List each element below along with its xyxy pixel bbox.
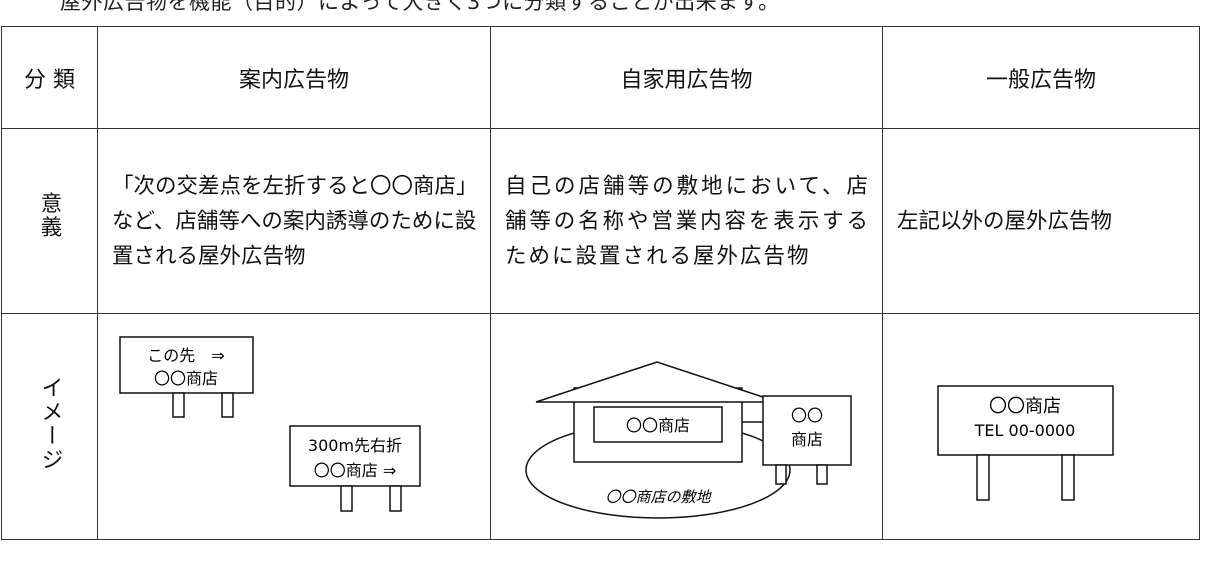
meaning-row: 意義 「次の交差点を左折すると〇〇商店」など、店舗等への案内誘導のために設置され…	[1, 128, 1200, 314]
building-roof	[535, 361, 779, 403]
general-sign-illustration: 〇〇商店 TEL 00-0000	[937, 385, 1114, 501]
guide-sign-2-line1: 300m先右折	[308, 436, 402, 455]
guide-sign-2-post-left	[340, 485, 353, 512]
pole-sign-line1: 〇〇	[791, 406, 823, 425]
header-self: 自家用広告物	[490, 26, 883, 129]
building-sign-board	[593, 406, 723, 443]
classification-table: 分 類 案内広告物 自家用広告物 一般広告物 意義 「次の交差点を左折すると〇〇…	[1, 26, 1200, 540]
meaning-general-cell: 左記以外の屋外広告物	[882, 128, 1200, 314]
building-sign-text: 〇〇商店	[626, 416, 690, 435]
header-general: 一般広告物	[882, 26, 1200, 129]
image-guide-cell: この先 ⇒ 〇〇商店 300m先右折 〇〇商店 ⇒	[97, 313, 491, 540]
meaning-label-cell: 意義	[1, 128, 98, 314]
meaning-general: 左記以外の屋外広告物	[897, 208, 1113, 234]
general-sign-post-left	[976, 454, 990, 501]
self-signs-illustration: 〇〇商店 〇〇 商店 〇〇商店の敷地	[525, 361, 852, 519]
guide-sign-1-post-left	[172, 392, 185, 418]
header-row: 分 類 案内広告物 自家用広告物 一般広告物	[1, 26, 1200, 129]
guide-sign-2-line2: 〇〇商店 ⇒	[314, 461, 397, 480]
header-guide: 案内広告物	[97, 26, 491, 129]
general-sign-line1: 〇〇商店	[989, 396, 1061, 417]
general-sign-board	[937, 385, 1114, 456]
general-sign-line2: TEL 00-0000	[974, 421, 1076, 440]
image-self-cell: 〇〇商店 〇〇 商店 〇〇商店の敷地	[490, 313, 883, 540]
pole-sign-post-right	[816, 464, 828, 485]
image-row: イメージ この先 ⇒ 〇〇商店 300m先右折 〇〇商店 ⇒	[1, 313, 1200, 540]
guide-sign-1-line2: 〇〇商店	[154, 369, 218, 388]
guide-sign-1-post-right	[221, 392, 234, 418]
image-label: イメージ	[37, 375, 63, 472]
meaning-label: 意義	[37, 192, 62, 239]
premises-label: 〇〇商店の敷地	[605, 488, 712, 506]
intro-text: 屋外広告物を機能（目的）によって大きく3つに分類することが出来ます。	[60, 0, 780, 14]
meaning-guide-cell: 「次の交差点を左折すると〇〇商店」など、店舗等への案内誘導のために設置される屋外…	[97, 128, 491, 314]
image-general-cell: 〇〇商店 TEL 00-0000	[882, 313, 1200, 540]
guide-sign-1-line1: この先 ⇒	[147, 346, 224, 365]
guide-sign-2-post-right	[389, 485, 402, 512]
guide-sign-1-board	[119, 336, 254, 394]
meaning-self-cell: 自己の店舗等の敷地において、店舗等の名称や営業内容を表示するために設置される屋外…	[490, 128, 883, 314]
meaning-guide: 「次の交差点を左折すると〇〇商店」など、店舗等への案内誘導のために設置される屋外…	[112, 173, 478, 269]
guide-sign-2-board	[289, 425, 421, 487]
image-label-cell: イメージ	[1, 313, 98, 540]
pole-sign-line2: 商店	[791, 430, 823, 449]
guide-signs-illustration: この先 ⇒ 〇〇商店 300m先右折 〇〇商店 ⇒	[119, 336, 421, 512]
general-sign-post-right	[1061, 454, 1075, 501]
header-category: 分 類	[1, 26, 98, 129]
pole-sign-post-left	[775, 464, 787, 485]
meaning-self: 自己の店舗等の敷地において、店舗等の名称や営業内容を表示するために設置される屋外…	[505, 173, 870, 269]
pole-sign-board	[762, 395, 852, 466]
